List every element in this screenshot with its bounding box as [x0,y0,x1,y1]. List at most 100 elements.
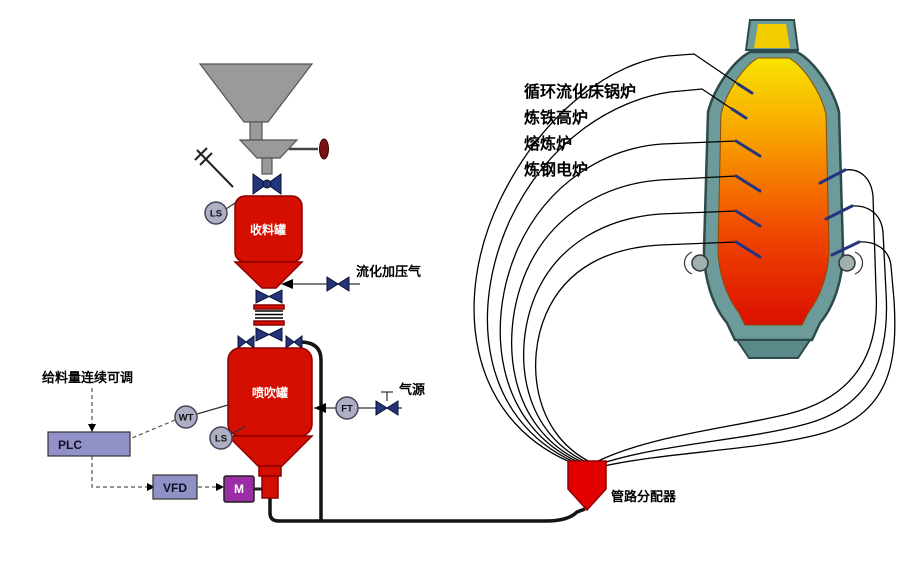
pipeline-distributor: 管路分配器 [567,460,677,512]
inlet-valve-left-wing [252,173,268,195]
injection-tank-cone [226,435,314,467]
injection-lance-2 [730,107,748,120]
pipe-6 [535,241,737,463]
furnace [683,19,864,359]
distributor-body [567,460,607,512]
hopper-small-funnel [238,139,299,159]
plc-box [47,431,131,457]
injection-lance-1 [736,82,754,95]
receiving-tank-label: 收料罐 [250,222,286,237]
main-conveying-line [268,340,586,523]
injection-lance-3 [734,139,762,158]
receiving-tank-cone [233,261,304,289]
wt-sensor [174,405,198,429]
upper-valve-left-wing [255,289,271,304]
fluidizing-valve-left-wing [326,276,339,292]
fluidizing-gas-label: 流化加压气 [356,264,421,279]
injection-lance-4 [734,174,762,193]
application-item-1: 循环流化床锅炉 [524,82,636,101]
pipe-8 [599,205,888,465]
hopper-neck [261,157,273,175]
shoulder-valve-left-a [237,335,247,349]
injection-lance-6 [734,240,762,259]
gas-source-label: 气源 [399,382,425,397]
application-list: 循环流化床锅炉 炼铁高炉 熔炼炉 炼钢电炉 [524,82,636,179]
shoulder-valve-right-b [293,335,303,349]
ls-bottom-label: LS [215,434,227,445]
ls-top-sensor [204,201,228,225]
fluidizing-gas-line: 流化加压气 [281,264,421,292]
application-item-4: 炼钢电炉 [524,160,588,179]
plc-to-vfd-arrow [147,483,155,491]
pipe-3 [499,140,737,463]
injection-lance-8 [824,204,854,221]
inlet-valve-right-wing [266,173,282,195]
injection-lance-5 [734,209,762,228]
pipe-7 [595,169,878,463]
shoulder-valve-left-b [245,335,255,349]
feed-to-plc-arrow [88,424,96,432]
ft-sensor [335,396,359,420]
lower-valve-right-wing [267,327,283,342]
furnace-cavity [717,57,830,326]
pipe-1 [473,53,751,463]
feed-note: 给料量连续可调 [42,370,133,385]
hopper-spout [249,121,263,141]
pipe-5 [522,210,737,463]
upper-valve-right-wing [267,289,283,304]
injection-lance-9 [830,240,861,257]
distributor-label: 管路分配器 [611,489,677,504]
injection-tank-label: 喷吹罐 [252,385,288,400]
gas-arrow [314,403,326,413]
wt-to-plc-dash [131,419,176,439]
shoulder-valve-right-a [285,335,295,349]
ls-bottom-sensor [209,426,233,450]
inlet-valve-hub [262,179,272,189]
trunnion-left [691,254,709,272]
injection-lance-7 [818,168,847,185]
wt-leader [196,404,229,415]
gas-valve-left-wing [375,400,388,416]
fluidizing-arrow [281,279,293,289]
vfd-label: VFD [163,481,187,495]
pipe-9 [603,241,896,467]
pipe-4 [511,175,737,463]
plc-label: PLC [58,438,82,452]
pipe-2 [486,88,745,463]
fluidizing-valve-right-wing [337,276,350,292]
application-item-2: 炼铁高炉 [524,108,588,127]
hopper-funnel [198,63,314,123]
receiving-tank: 收料罐 LS [204,173,304,289]
conveying-pipes [473,53,896,467]
gas-source-line: FT 气源 [314,382,425,420]
bellows-flange-top [253,304,285,310]
plc-to-vfd-dash [91,456,149,488]
injection-tank-feeder [261,475,279,499]
wt-label: WT [179,413,194,424]
ls-bottom-leader [230,425,247,435]
handwheel [319,138,329,160]
motor-body [223,475,255,503]
vfd-box [152,474,198,500]
bellows-flange-bottom [253,320,285,326]
trunnion-right [838,254,856,272]
inlet-flange-1 [194,147,208,161]
trunnion-hook-left [683,251,693,275]
lower-valve-left-wing [255,327,271,342]
furnace-top-cap-inner [754,24,790,48]
control-system: 给料量连续可调 PLC VFD [42,370,224,500]
inlet-flange-2 [199,152,213,166]
injection-tank: 喷吹罐 WT LS M [174,335,314,503]
ft-label: FT [341,404,353,415]
furnace-base-skirt [735,339,812,359]
ls-top-leader [225,200,239,210]
feed-hopper [194,63,329,188]
pressure-balance-line [299,340,323,521]
injection-tank-outlet [258,465,282,477]
motor-label: M [234,482,244,496]
application-item-3: 熔炼炉 [524,134,572,153]
trunnion-hook-right [854,251,864,275]
vfd-to-motor-arrow [216,483,224,491]
